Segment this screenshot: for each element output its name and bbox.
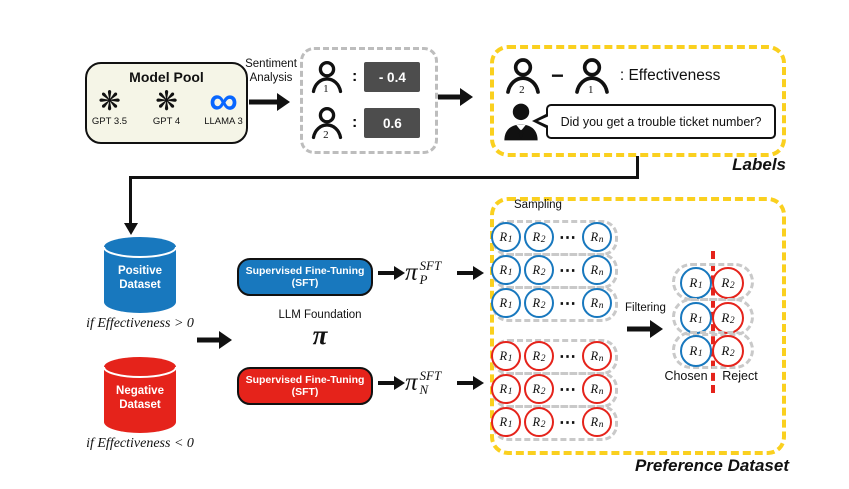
filtering-label: Filtering [625,302,666,314]
pi-n-subscript: N [419,382,429,397]
score-row-1: 1 : - 0.4 [309,59,421,95]
model-pool-box: Model Pool ❋ GPT 3.5 ❋ GPT 4 ∞ LLAMA 3 [85,62,248,144]
score-row-2: 2 : 0.6 [309,105,421,141]
reject-label: Reject [722,369,758,383]
negative-condition: if Effectiveness < 0 [86,436,194,451]
connector-arrowhead [123,223,138,235]
ellipsis: ⋯ [559,380,577,399]
arrow-datasets-to-llm [197,331,232,349]
openai-logo-icon: ❋ [98,86,121,116]
person-2-icon: 2 [309,105,345,141]
ellipsis: ⋯ [559,228,577,247]
sentiment-analysis-label: Sentiment Analysis [245,58,297,84]
ellipsis: ⋯ [559,347,577,366]
sft-negative-box: Supervised Fine-Tuning(SFT) [237,367,373,405]
pi-p-superscript: SFT [419,258,442,273]
connector-vertical-1 [636,156,639,178]
connector-vertical-2 [129,176,132,224]
sentiment-score-box [300,47,438,154]
positive-condition: if Effectiveness > 0 [86,316,194,331]
llm-foundation-label: LLM Foundation [278,309,362,321]
person-2-icon: 2 [503,56,543,96]
policy-pi-n: π SFT N [405,368,442,397]
connector-horizontal [129,176,639,179]
openai-logo-icon: ❋ [155,86,178,116]
model-llama3: ∞ LLAMA 3 [202,79,246,127]
model-label: LLAMA 3 [204,116,243,127]
model-gpt4: ❋ GPT 4 [145,86,189,127]
meta-logo-icon: ∞ [209,79,238,123]
arrow-scores-to-labels [438,88,473,106]
question-text: Did you get a trouble ticket number? [560,114,762,129]
sampling-label: Sampling [514,199,562,211]
arrow-pi-n-to-pref [457,375,484,391]
pi-p-subscript: P [419,272,428,287]
ellipsis: ⋯ [559,294,577,313]
chosen-label: Chosen [664,369,708,383]
effectiveness-formula: 2 − 1 : Effectiveness [503,56,720,96]
ellipsis: ⋯ [559,261,577,280]
pi-n-superscript: SFT [419,368,442,383]
effectiveness-label: : Effectiveness [619,67,721,84]
preference-dataset-box [490,197,786,455]
minus-sign: − [551,63,564,88]
pi-symbol: π [312,320,328,350]
labels-box [490,45,786,157]
score-value-2: 0.6 [364,108,421,138]
arrow-sft-to-pi-p [378,265,405,281]
model-pool-logos: ❋ GPT 3.5 ❋ GPT 4 ∞ LLAMA 3 [87,79,246,127]
agent-icon [500,101,542,148]
model-gpt35: ❋ GPT 3.5 [88,86,132,127]
labels-caption: Labels [732,155,786,174]
preference-caption: Preference Dataset [634,456,789,475]
person-1-icon: 1 [572,56,612,96]
person-1-icon: 1 [309,59,345,95]
arrow-modelpool-to-scores [249,93,290,111]
llm-foundation: LLM Foundation π [270,309,370,349]
model-label: GPT 4 [152,116,181,127]
policy-pi-p: π SFT P [405,258,442,287]
arrow-sft-to-pi-n [378,375,405,391]
ellipsis: ⋯ [559,413,577,432]
arrow-filtering [627,320,663,338]
sft-positive-box: Supervised Fine-Tuning(SFT) [237,258,373,296]
score-value-1: - 0.4 [364,62,421,92]
model-label: GPT 3.5 [91,116,128,127]
arrow-pi-p-to-pref [457,265,484,281]
speech-bubble: Did you get a trouble ticket number? [532,104,776,139]
model-pool-title: Model Pool [129,69,204,85]
